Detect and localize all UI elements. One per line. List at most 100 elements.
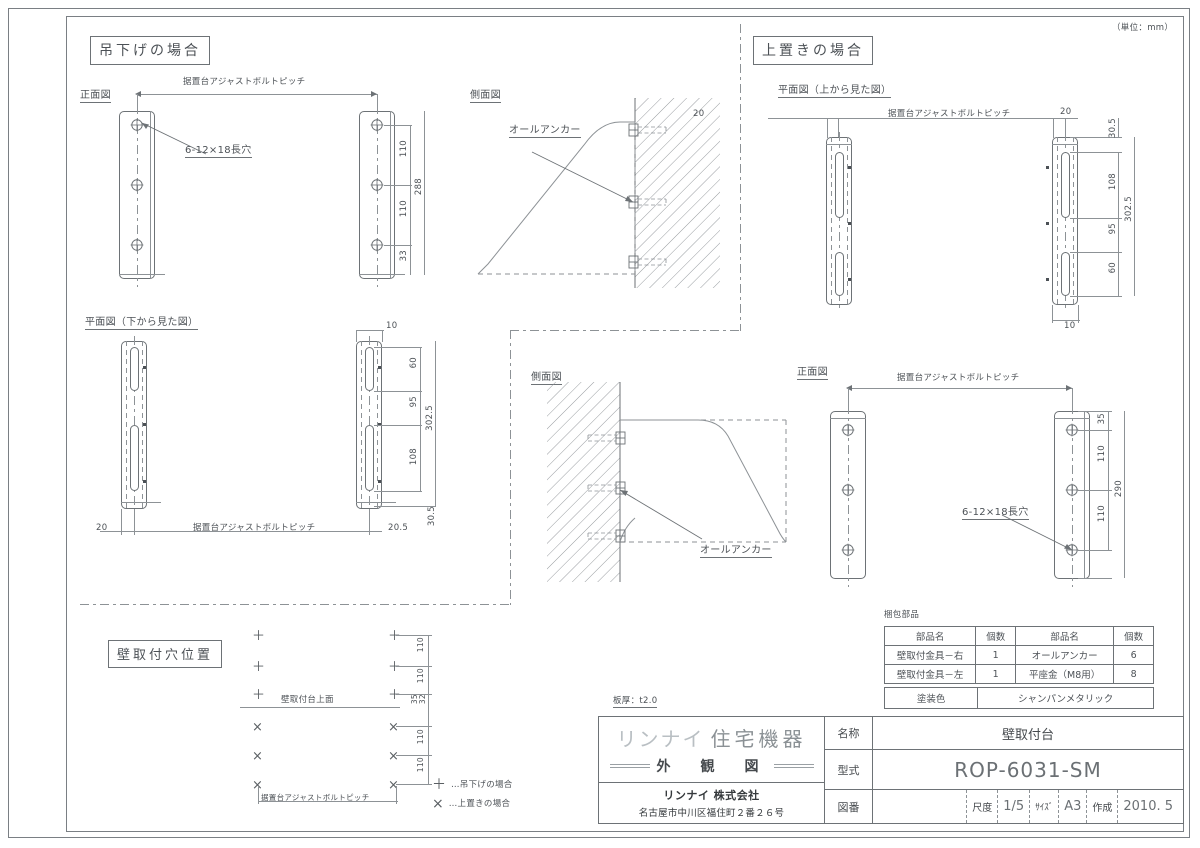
parts-table-caption: 梱包部品	[884, 610, 920, 620]
dim-60-placed-plan: 60	[1108, 262, 1118, 274]
marker-dot	[1046, 222, 1049, 225]
legend-plus-icon: ＋	[432, 777, 446, 793]
marker-dot	[378, 366, 381, 369]
dim-pitch-hanging-front: 据置台アジャストボルトピッチ	[183, 77, 306, 87]
paint-label: 塗装色	[883, 687, 979, 709]
dim-line-110b-placed-front	[1108, 490, 1109, 550]
parts-cell-name-2-r2: 平座金（M8用）	[1015, 664, 1115, 684]
marker-cross: ×	[252, 779, 263, 792]
hidden-edge-left-placed-plan	[831, 137, 832, 305]
base-right-hanging-plan	[356, 502, 396, 503]
hole-icon	[841, 423, 855, 437]
meta-value-date: 2010. 5	[1117, 790, 1183, 823]
ext-dim-q4-placed-plan	[1070, 296, 1122, 297]
edge-right-placed-front	[1084, 411, 1085, 579]
note-anchor-placed: オールアンカー	[700, 545, 772, 558]
dim-line-108-hanging-plan	[420, 425, 421, 491]
hidden-edge-left-hanging-plan	[126, 341, 127, 509]
dim-line-10-hanging-plan	[356, 330, 384, 331]
ext-10a-hanging-plan	[356, 330, 357, 342]
title-block-fields: 名称 壁取付台 型式 ROP-6031-SM 図番 尺度 1/5 ｻｲｽﾞ A3…	[825, 717, 1183, 823]
hole-icon	[130, 118, 144, 132]
dim-line-pitch-hanging-plan	[100, 531, 382, 532]
company-block: リンナイ 株式会社 名古屋市中川区福住町２番２６号	[599, 783, 824, 823]
dim-3025-placed-plan: 302.5	[1124, 196, 1134, 222]
marker-dot	[848, 166, 851, 169]
dim-line-pitch-placed-plan	[768, 118, 1078, 119]
dim-pitch-placed-plan: 据置台アジャストボルトピッチ	[888, 109, 1011, 119]
dim-line-10-placed-plan	[1052, 320, 1080, 321]
dim-110b-placed-front: 110	[1097, 505, 1107, 523]
dim-line-110b-hanging	[410, 185, 411, 245]
dim-10-hanging-plan: 10	[386, 321, 398, 331]
dim-110a-hanging-front: 110	[399, 140, 409, 158]
ext-20a-placed-plan	[838, 118, 839, 138]
marker-dot	[378, 423, 381, 426]
centerline-right-placed-plan	[1065, 132, 1066, 312]
ext-dim-p2-hanging-plan	[374, 391, 422, 392]
parts-header-name-2: 部品名	[1015, 626, 1115, 646]
dim-wall-110a: 110	[416, 637, 425, 653]
label-wall-top-surface: 壁取付台上面	[281, 695, 334, 705]
dim-line-288-hanging	[424, 111, 425, 275]
dim-288-hanging-front: 288	[414, 178, 424, 196]
section-title-wall-holes: 壁取付穴位置	[108, 640, 223, 668]
label-side-view-placed: 側面図	[531, 372, 562, 385]
brand-jutaku-kiki: 住宅機器	[710, 727, 807, 751]
meta-value-size: A3	[1058, 790, 1086, 823]
marker-plus: ＋	[252, 660, 266, 675]
ext-dim-r3-placed-front	[1078, 550, 1112, 551]
dim-line-3025-placed-plan	[1134, 137, 1135, 296]
dim-pitch-wall: 据置台アジャストボルトピッチ	[261, 793, 370, 802]
ext-dim-q1-placed-plan	[1070, 152, 1122, 153]
slot-upper-right-placed-plan	[1061, 152, 1070, 218]
parts-cell-qty-1-r1: 1	[975, 645, 1017, 665]
marker-cross: ×	[388, 749, 399, 764]
field-row-model: 型式 ROP-6031-SM	[825, 750, 1183, 790]
dim-35-placed-front: 35	[1097, 413, 1107, 425]
dim-10-placed-plan: 10	[1064, 321, 1076, 331]
field-key-number: 図番	[825, 790, 873, 823]
slot-lower-right-hanging-plan	[365, 425, 374, 491]
dim-line-95-placed-plan	[1118, 218, 1119, 252]
ext-dim-r2-placed-front	[1078, 490, 1112, 491]
dim-line-60-hanging-plan	[420, 347, 421, 391]
sheet-inner-border	[66, 16, 1184, 832]
note-thickness: 板厚：t2.0	[613, 696, 658, 708]
field-value-model: ROP-6031-SM	[954, 757, 1102, 782]
dim-line-pitch-wall	[258, 801, 398, 802]
sheet-outer-border	[8, 8, 1190, 838]
field-key-model: 型式	[825, 750, 873, 789]
marker-dot	[143, 423, 146, 426]
ext-dim-h1-hanging-front	[384, 125, 412, 126]
marker-plus: ＋	[388, 660, 402, 675]
paint-value: シャンパンメタリック	[977, 687, 1154, 709]
ext-wall-2	[396, 666, 432, 667]
dim-110b-hanging-front: 110	[399, 200, 409, 218]
parts-cell-qty-2-r2: 8	[1113, 664, 1154, 684]
ext-pitch-right-placed-plan	[1053, 118, 1054, 138]
dim-60-hanging-plan: 60	[409, 357, 419, 369]
dim-line-110a-hanging	[410, 125, 411, 185]
ext-dim-r0-placed-front	[1078, 411, 1112, 412]
dim-wall-110c: 110	[416, 729, 425, 745]
ext-dim-p5-hanging-plan	[374, 506, 436, 507]
dim-108-placed-plan: 108	[1108, 173, 1118, 191]
ext-pitch-right-placed-front	[1072, 388, 1073, 408]
ext-pitch-left-placed-plan	[827, 118, 828, 138]
dim-line-pitch-hanging-front	[137, 94, 377, 95]
dim-305-placed-plan: 30.5	[1108, 118, 1118, 139]
field-row-name: 名称 壁取付台	[825, 717, 1183, 750]
ext-dim-q3-placed-plan	[1070, 252, 1122, 253]
dim-pitch-hanging-plan: 据置台アジャストボルトピッチ	[193, 523, 316, 533]
marker-cross: ×	[252, 749, 263, 764]
label-side-view-hanging: 側面図	[470, 90, 501, 103]
dim-line-290-placed-front	[1124, 411, 1125, 578]
hole-icon	[370, 118, 384, 132]
note-hole-hanging-front: 6-12×18長穴	[185, 145, 252, 158]
label-plan-view-placed: 平面図（上から見た図）	[778, 85, 892, 98]
marker-plus: ＋	[252, 629, 266, 644]
centerline-right-placed-front	[1072, 405, 1073, 587]
ext-line-left-hanging-front	[137, 94, 138, 112]
dim-20-left-placed-plan: 20	[693, 109, 705, 119]
